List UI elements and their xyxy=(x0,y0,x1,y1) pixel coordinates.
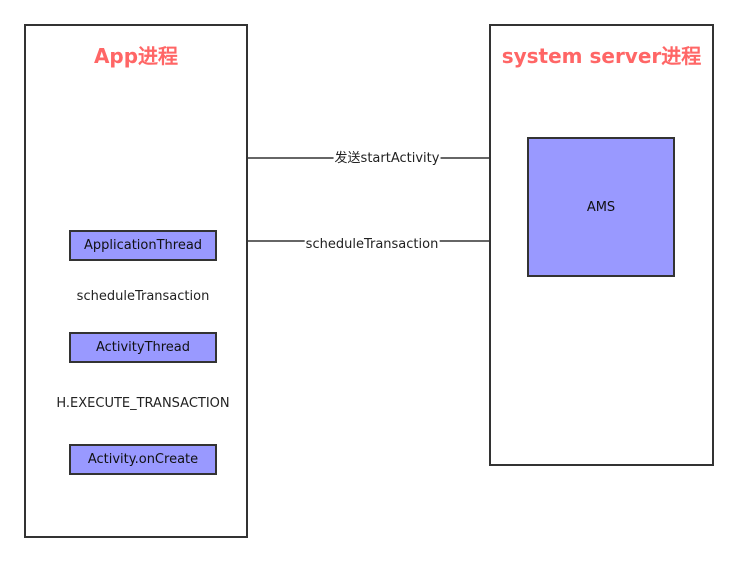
application-thread-node: ApplicationThread xyxy=(69,230,217,261)
app-process-title: App进程 xyxy=(93,44,179,68)
ams-node: AMS xyxy=(527,137,675,277)
execute-transaction-label: H.EXECUTE_TRANSACTION xyxy=(55,396,231,412)
activity-thread-node: ActivityThread xyxy=(69,332,217,363)
start-activity-label: 发送startActivity xyxy=(333,151,441,167)
system-server-title: system server进程 xyxy=(501,44,702,68)
schedule-transaction-internal-label: scheduleTransaction xyxy=(75,289,211,305)
schedule-transaction-cross-label: scheduleTransaction xyxy=(304,237,440,253)
activity-on-create-node: Activity.onCreate xyxy=(69,444,217,475)
